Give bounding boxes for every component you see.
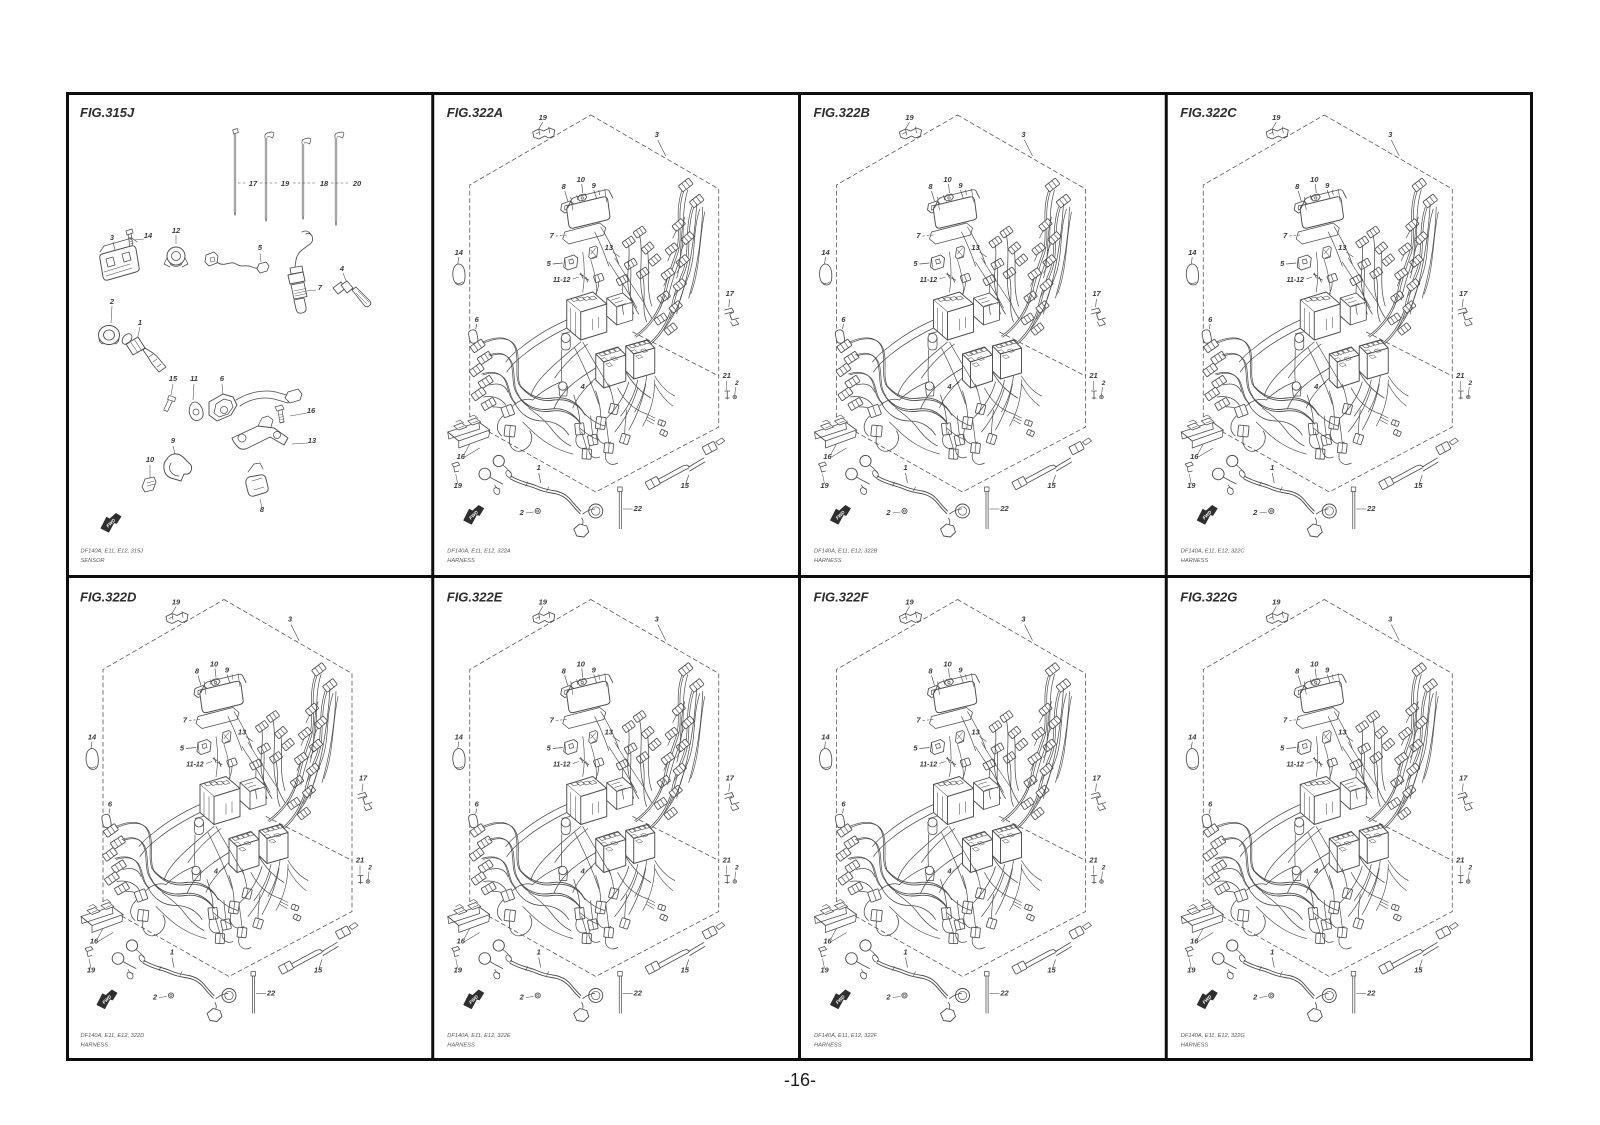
svg-text:HARNESS: HARNESS [814, 1043, 842, 1049]
svg-text:FIG.322E: FIG.322E [447, 590, 503, 605]
svg-text:FIG.322F: FIG.322F [814, 590, 870, 605]
svg-text:HARNESS: HARNESS [81, 1043, 109, 1049]
svg-text:FIG.322D: FIG.322D [80, 590, 137, 605]
svg-text:DF140A, E11, E12, 315J: DF140A, E11, E12, 315J [81, 549, 144, 555]
svg-text:DF140A, E11, E12, 322F: DF140A, E11, E12, 322F [814, 1033, 878, 1039]
svg-text:DF140A, E11, E12, 322D: DF140A, E11, E12, 322D [81, 1033, 145, 1039]
svg-text:FIG.322C: FIG.322C [1180, 105, 1237, 120]
svg-text:SENSOR: SENSOR [81, 558, 105, 564]
svg-text:DF140A, E11, E12, 322A: DF140A, E11, E12, 322A [447, 549, 511, 555]
svg-text:DF140A, E11, E12, 322B: DF140A, E11, E12, 322B [814, 549, 878, 555]
svg-text:FIG.322B: FIG.322B [814, 105, 870, 120]
svg-text:DF140A, E11, E12, 322G: DF140A, E11, E12, 322G [1181, 1033, 1246, 1039]
svg-text:FIG.315J: FIG.315J [80, 105, 135, 120]
svg-text:HARNESS: HARNESS [447, 558, 475, 564]
svg-text:DF140A, E11, E12, 322C: DF140A, E11, E12, 322C [1181, 549, 1246, 555]
svg-text:HARNESS: HARNESS [447, 1043, 475, 1049]
svg-text:HARNESS: HARNESS [814, 558, 842, 564]
svg-text:FIG.322G: FIG.322G [1180, 590, 1237, 605]
svg-text:-16-: -16- [784, 1070, 816, 1090]
svg-text:HARNESS: HARNESS [1181, 558, 1209, 564]
svg-text:DF140A, E11, E12, 322E: DF140A, E11, E12, 322E [447, 1033, 511, 1039]
svg-text:HARNESS: HARNESS [1181, 1043, 1209, 1049]
svg-text:FIG.322A: FIG.322A [447, 105, 503, 120]
